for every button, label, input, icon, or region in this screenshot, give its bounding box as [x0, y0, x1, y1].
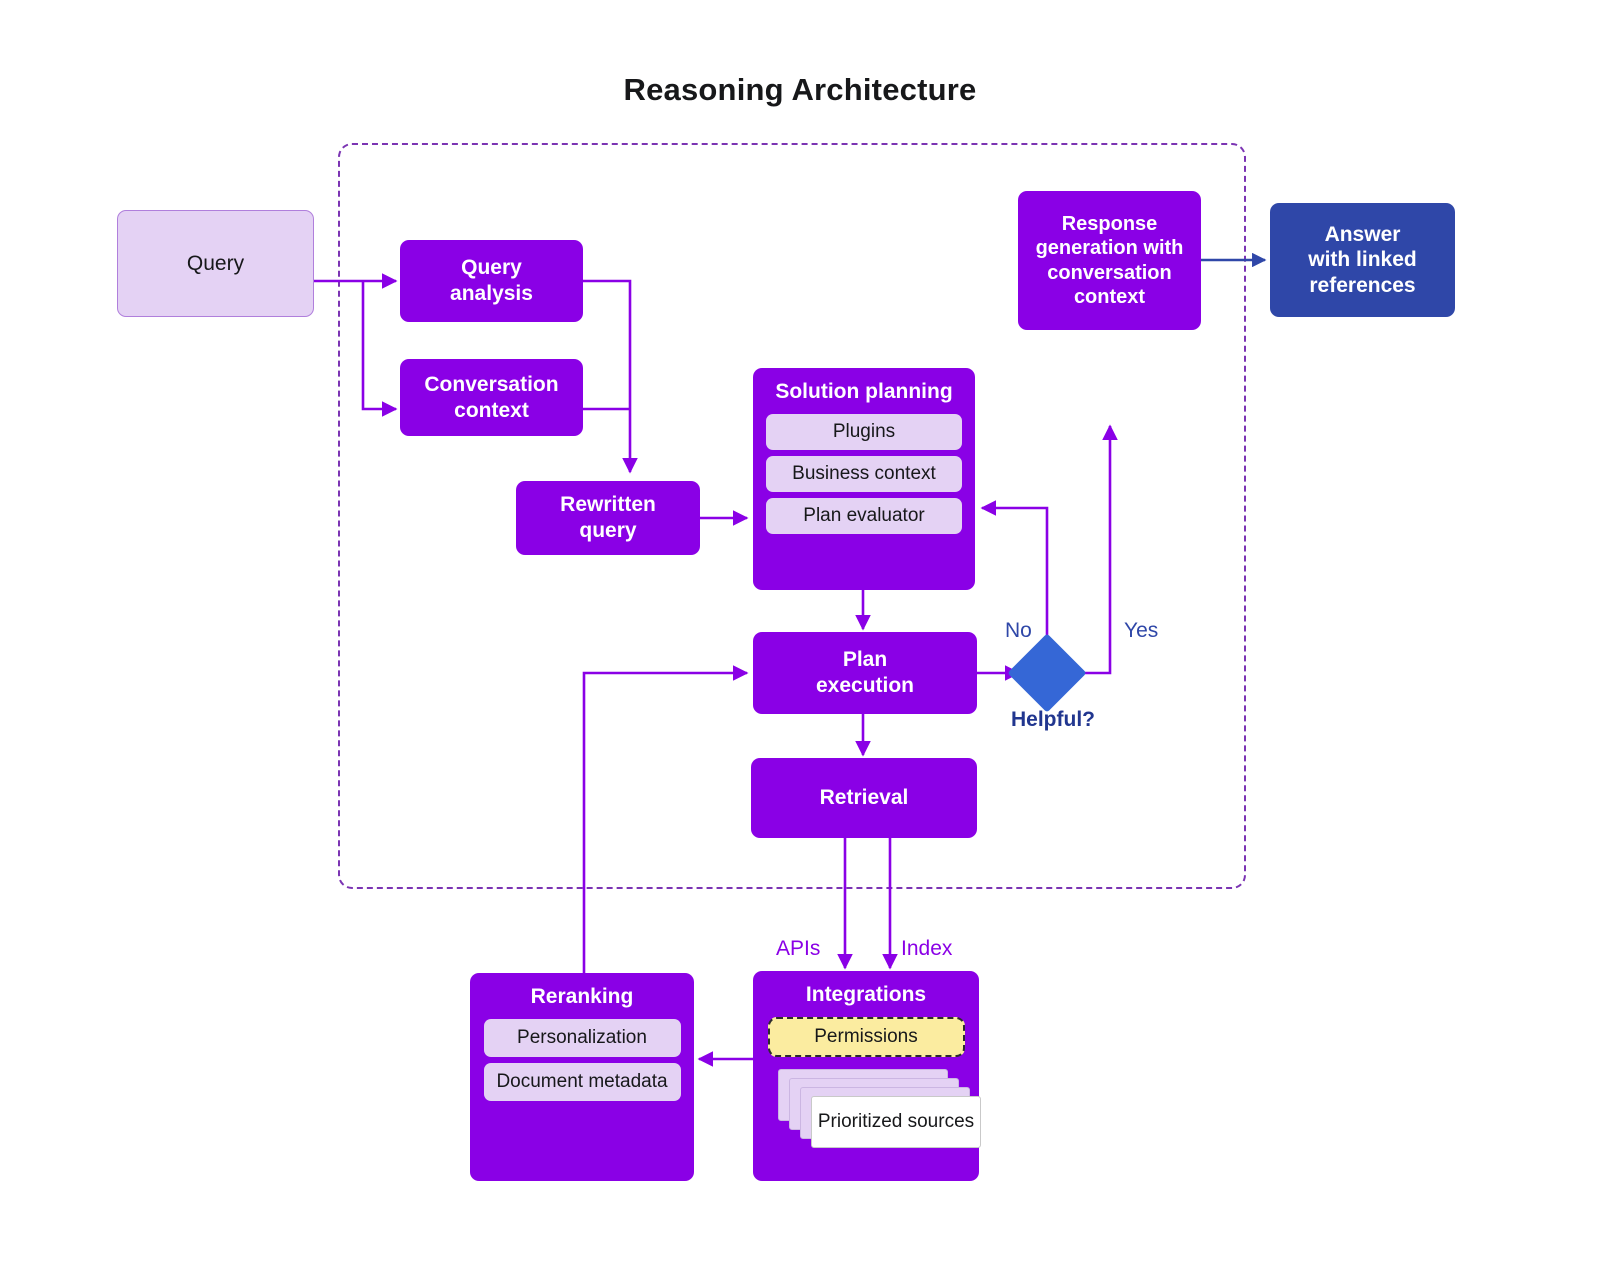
node-query-label: Query — [186, 251, 245, 275]
node-rewritten-query[interactable]: Rewritten query — [516, 481, 700, 555]
reranking-item-personalization-label: Personalization — [517, 1027, 647, 1048]
edge-label-apis: APIs — [776, 937, 821, 960]
system-boundary — [338, 143, 1246, 889]
solution-planning-item-business-context-label: Business context — [792, 463, 936, 484]
node-retrieval[interactable]: Retrieval — [751, 758, 977, 838]
source-card-front[interactable]: Prioritized sources — [811, 1096, 981, 1148]
node-conversation-context-line2: context — [454, 398, 529, 422]
reranking-title: Reranking — [530, 985, 634, 1008]
node-solution-planning[interactable]: Solution planning Plugins Business conte… — [753, 368, 975, 590]
edge-label-yes: Yes — [1124, 619, 1159, 642]
node-plan-execution[interactable]: Plan execution — [753, 632, 977, 714]
integrations-item-permissions-label: Permissions — [814, 1026, 918, 1047]
integrations-title: Integrations — [805, 983, 927, 1006]
node-response-generation[interactable]: Response generation with conversation co… — [1018, 191, 1201, 330]
node-plan-execution-line2: execution — [815, 674, 915, 697]
reranking-item-personalization[interactable]: Personalization — [483, 1019, 681, 1057]
page-title: Reasoning Architecture — [623, 72, 977, 107]
node-response-generation-line3: conversation — [1047, 261, 1172, 284]
decision-helpful-label: Helpful? — [1011, 708, 1095, 731]
node-response-generation-line2: generation with — [1035, 237, 1184, 260]
solution-planning-item-plan-evaluator-label: Plan evaluator — [803, 505, 925, 526]
node-reranking[interactable]: Reranking Personalization Document metad… — [470, 973, 694, 1181]
edge-label-no: No — [1005, 619, 1032, 642]
prioritized-sources-stack[interactable]: Prioritized sources — [766, 1069, 981, 1153]
node-conversation-context[interactable]: Conversation context — [400, 359, 583, 436]
node-query-analysis-line2: analysis — [450, 282, 533, 305]
node-conversation-context-line1: Conversation — [424, 372, 559, 396]
node-answer[interactable]: Answer with linked references — [1270, 203, 1455, 317]
node-answer-line3: references — [1309, 273, 1416, 297]
reranking-item-document-metadata[interactable]: Document metadata — [483, 1063, 681, 1101]
node-response-generation-line1: Response — [1061, 212, 1158, 235]
prioritized-sources-label: Prioritized sources — [817, 1111, 975, 1132]
node-response-generation-line4: context — [1073, 285, 1146, 308]
node-query-analysis-line1: Query — [461, 256, 522, 280]
node-answer-line2: with linked — [1308, 248, 1417, 272]
node-rewritten-query-line1: Rewritten — [560, 493, 656, 517]
solution-planning-item-business-context[interactable]: Business context — [766, 456, 962, 492]
node-rewritten-query-line2: query — [579, 519, 637, 542]
integrations-item-permissions[interactable]: Permissions — [767, 1017, 965, 1057]
solution-planning-title: Solution planning — [775, 380, 953, 403]
node-integrations[interactable]: Integrations Permissions Prioritized sou… — [753, 971, 981, 1181]
reranking-item-document-metadata-label: Document metadata — [496, 1071, 668, 1092]
node-query-analysis[interactable]: Query analysis — [400, 240, 583, 322]
node-query[interactable]: Query — [117, 210, 314, 317]
node-retrieval-label: Retrieval — [819, 786, 909, 810]
node-answer-line1: Answer — [1324, 222, 1401, 246]
node-plan-execution-line1: Plan — [842, 648, 888, 672]
edge-label-index: Index — [901, 937, 953, 960]
solution-planning-item-plugins[interactable]: Plugins — [766, 414, 962, 450]
solution-planning-item-plan-evaluator[interactable]: Plan evaluator — [766, 498, 962, 534]
solution-planning-item-plugins-label: Plugins — [832, 421, 896, 442]
